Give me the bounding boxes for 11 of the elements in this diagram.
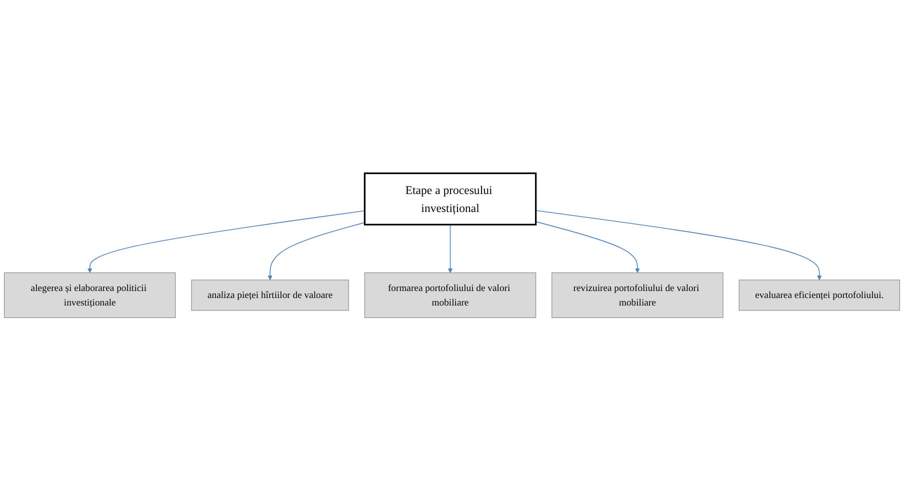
- node-box: revizuirea portofoliului de valori mobiliare: [552, 272, 724, 318]
- node-box: analiza pieței hîrtiilor de valoare: [191, 280, 349, 311]
- arrow: [535, 221, 640, 273]
- arrow: [448, 224, 453, 273]
- node-box: evaluarea eficienței portofoliului.: [738, 280, 900, 311]
- node-box: alegerea și elaborarea politicii investiționale: [4, 272, 176, 318]
- arrow: [268, 222, 366, 280]
- arrow: [88, 210, 366, 273]
- node-box: Etape a procesului investițional: [364, 172, 537, 226]
- arrow: [535, 210, 822, 280]
- node-box: formarea portofoliului de valori mobiliare: [364, 272, 536, 318]
